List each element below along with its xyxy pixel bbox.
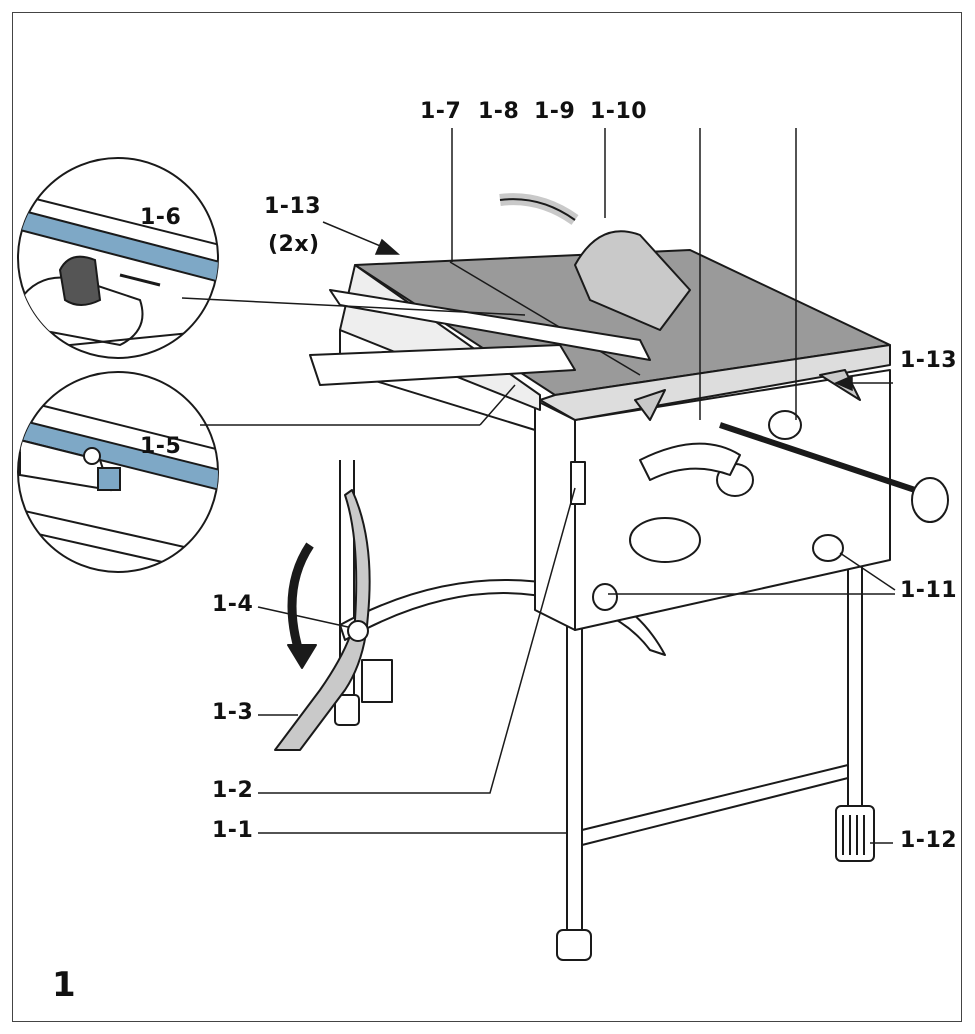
- blade-guard: [574, 230, 691, 331]
- callout-1-10: 1-10: [590, 99, 648, 124]
- leg-foot-front: [556, 929, 592, 961]
- cross-bar: [581, 764, 849, 846]
- fold-lever: [274, 489, 371, 751]
- leader-lines: [181, 128, 896, 844]
- callout-1-2: 1-2: [212, 778, 254, 803]
- callout-1-12: 1-12: [900, 828, 958, 853]
- angle-scale: [639, 442, 741, 481]
- leader-1-2: [258, 487, 576, 794]
- on-off-switch: [570, 461, 586, 505]
- saw-body: [274, 193, 949, 961]
- callout-1-9: 1-9: [534, 99, 576, 124]
- callout-1-11: 1-11: [900, 578, 958, 603]
- callout-1-5: 1-5: [140, 434, 182, 459]
- callout-1-13-qty: (2x): [268, 232, 320, 257]
- figure-number: 1: [52, 965, 76, 1005]
- leader-1-6: [181, 297, 526, 316]
- front-panel: [534, 399, 576, 631]
- leg-foot-back: [835, 805, 875, 862]
- rip-fence: [309, 344, 576, 386]
- height-knob: [629, 517, 701, 563]
- rotation-arrow: [287, 542, 314, 657]
- callout-1-7: 1-7: [420, 99, 462, 124]
- leader-1-4: [257, 606, 349, 628]
- callout-1-4: 1-4: [212, 592, 254, 617]
- leg-knob: [812, 534, 844, 562]
- callout-1-6: 1-6: [140, 205, 182, 230]
- inset-miter-lock: [17, 157, 219, 359]
- callout-1-1: 1-1: [212, 818, 254, 843]
- figure-frame: [12, 12, 962, 1022]
- callout-1-3: 1-3: [212, 700, 254, 725]
- leader-1-11b: [839, 552, 896, 591]
- inset-fence-scale: [17, 371, 219, 573]
- callout-1-13-top: 1-13: [264, 194, 322, 219]
- side-panel: [574, 369, 891, 631]
- callout-1-13-right: 1-13: [900, 348, 958, 373]
- callout-1-8: 1-8: [478, 99, 520, 124]
- leader-1-13-top: [322, 221, 391, 251]
